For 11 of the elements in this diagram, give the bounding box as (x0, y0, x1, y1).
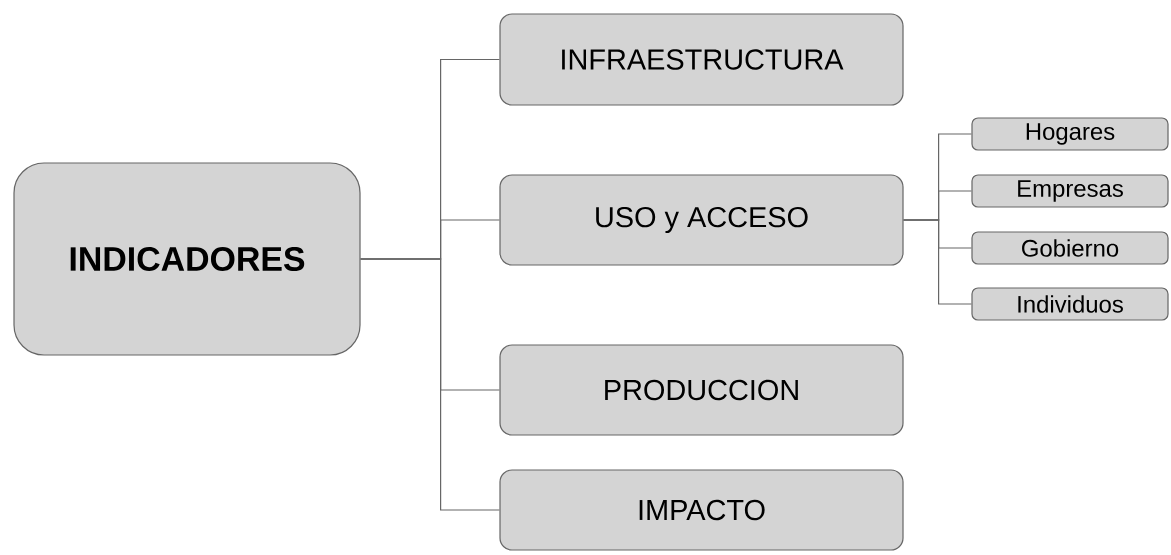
subcategory-box: Gobierno (971, 231, 1169, 265)
category-box: IMPACTO (499, 469, 904, 551)
category-box: USO y ACCESO (499, 174, 904, 266)
root-box: INDICADORES (13, 162, 361, 356)
connector-line (360, 258, 500, 511)
subcategory-box: Individuos (971, 287, 1169, 321)
connector-line (903, 219, 972, 305)
subcategory-box: Hogares (971, 117, 1169, 151)
category-box: PRODUCCION (499, 344, 904, 436)
category-box: INFRAESTRUCTURA (499, 13, 904, 106)
subcategory-box: Empresas (971, 174, 1169, 208)
